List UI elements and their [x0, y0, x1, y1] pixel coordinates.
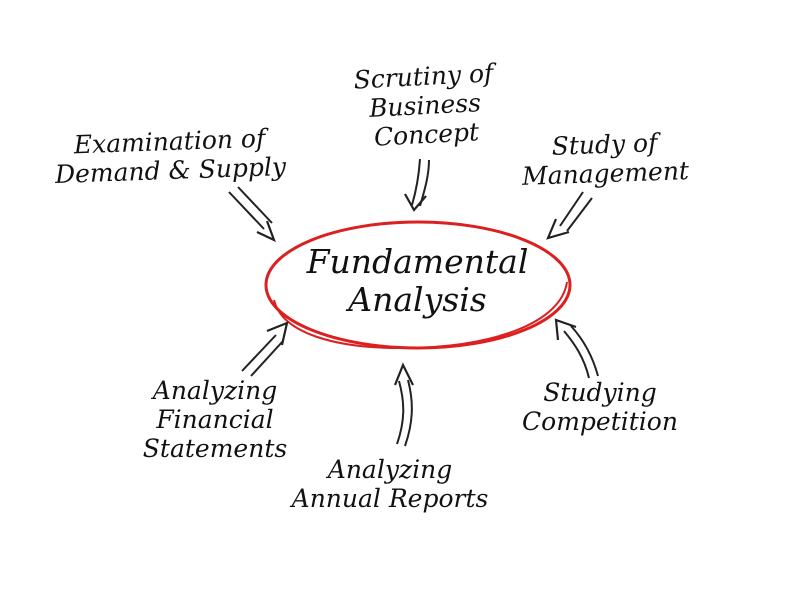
- arrow-scrutiny: [404, 158, 430, 212]
- bottom-whitespace: [0, 555, 800, 593]
- node-financial-line-1: Analyzing: [152, 376, 278, 405]
- node-studying-competition: Studying Competition: [500, 378, 700, 436]
- node-financial-line-3: Statements: [142, 434, 288, 463]
- node-study-of-management: Study of Management: [499, 126, 711, 191]
- node-analyzing-annual-reports: Analyzing Annual Reports: [270, 455, 510, 513]
- center-ellipse: [264, 220, 572, 350]
- node-annual-line-2: Annual Reports: [291, 484, 489, 513]
- arrow-examination: [228, 186, 276, 243]
- node-examination-of-demand-and-supply: Examination of Demand & Supply: [9, 121, 331, 190]
- center-title-line-2: Analysis: [348, 280, 487, 319]
- arrow-financial: [241, 321, 289, 377]
- arrow-competition: [554, 318, 599, 379]
- center-title: Fundamental Analysis: [265, 243, 570, 319]
- center-title-line-1: Fundamental: [306, 242, 529, 281]
- node-financial-line-2: Financial: [156, 405, 274, 434]
- node-competition-line-2: Competition: [522, 407, 678, 436]
- node-analyzing-financial-statements: Analyzing Financial Statements: [115, 376, 315, 463]
- node-annual-line-1: Analyzing: [327, 455, 453, 484]
- arrow-management: [546, 191, 593, 240]
- node-competition-line-1: Studying: [543, 378, 657, 407]
- arrow-annual: [393, 362, 414, 447]
